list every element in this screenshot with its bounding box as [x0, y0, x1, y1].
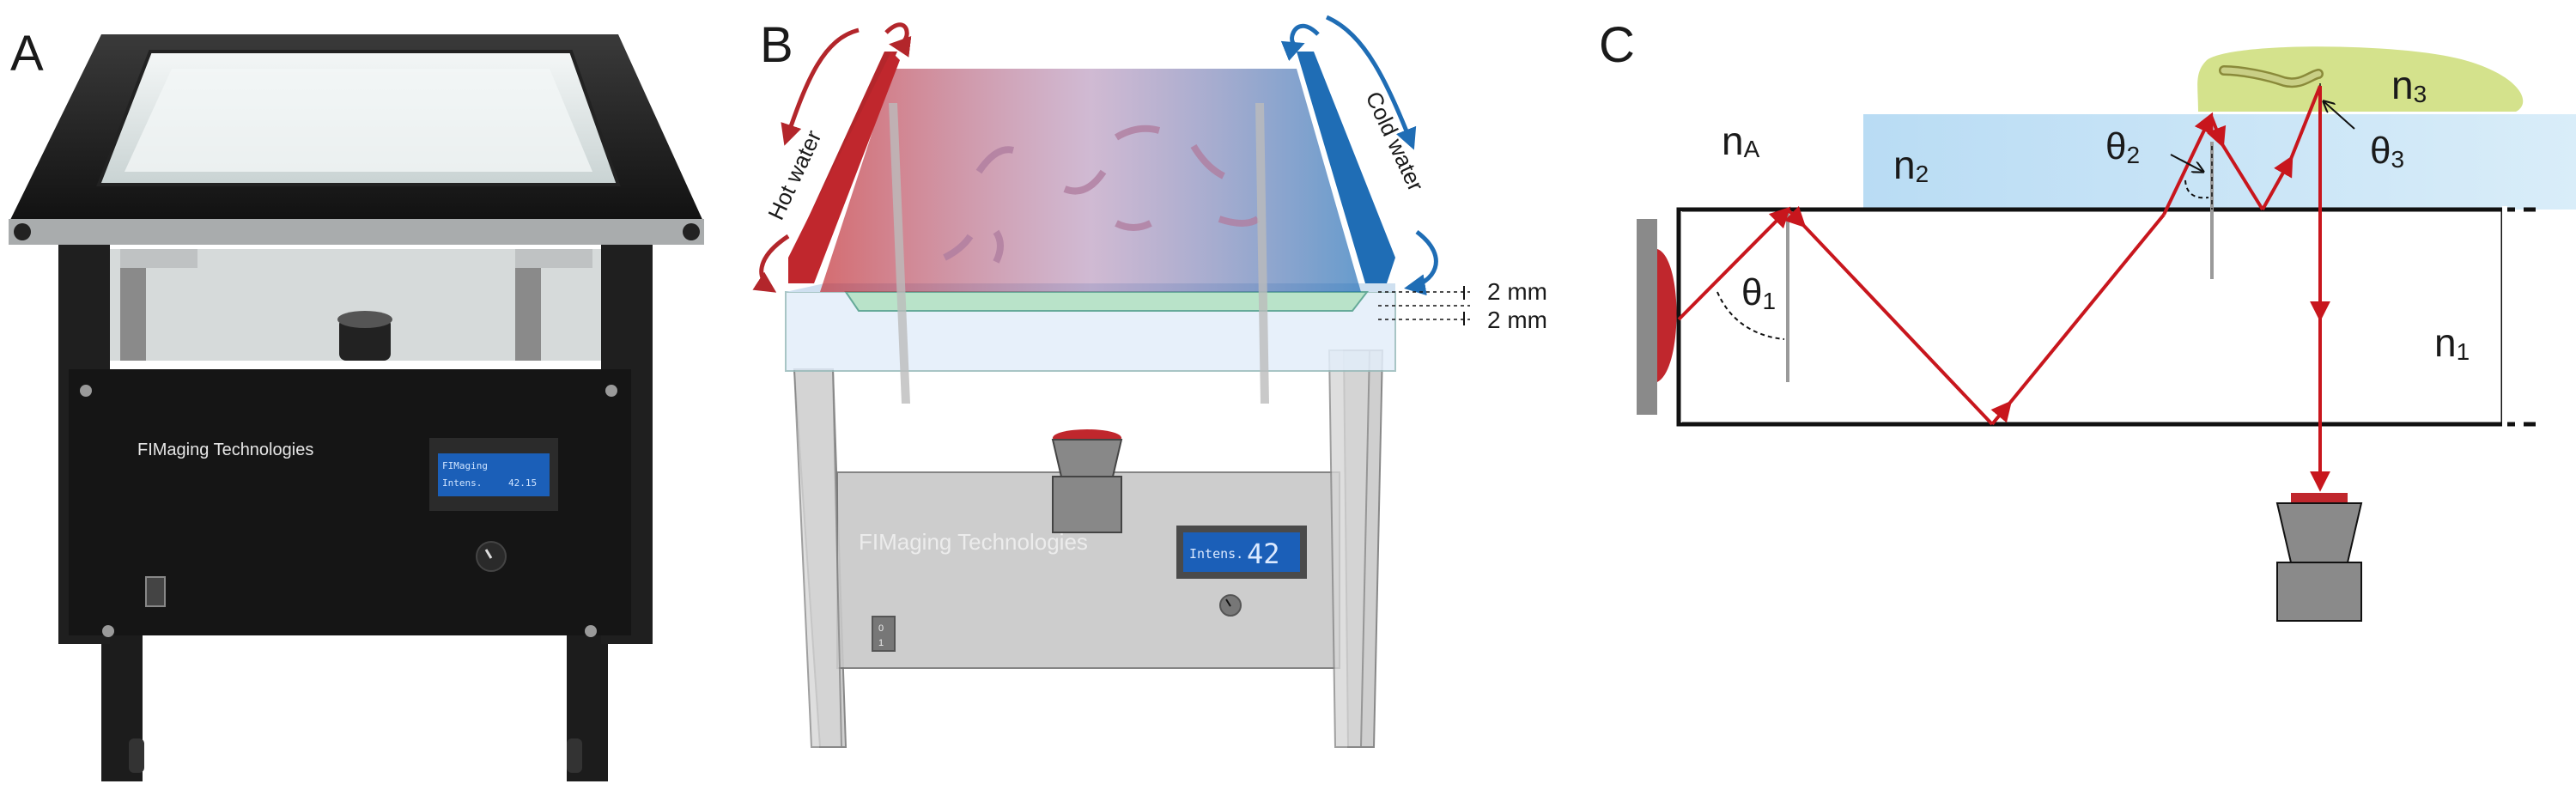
panel-c-letter: C: [1599, 17, 1635, 73]
lcd-label-b: Intens.: [1189, 546, 1243, 562]
power-switch[interactable]: [145, 576, 166, 607]
rail-clamp-left: [120, 249, 197, 268]
label-n-3-sub: 3: [2414, 81, 2427, 107]
ray-segment: [1677, 206, 1791, 321]
ray-segment: [2221, 143, 2264, 211]
right-wheel: [567, 738, 582, 773]
label-n-a-sub: A: [1744, 136, 1760, 162]
lcd-line-2: Intens.: [442, 477, 482, 489]
theta3-pointer: [2324, 101, 2355, 130]
switch-b-bottom: 1: [878, 638, 884, 648]
lcd-screen-b: [1183, 532, 1300, 572]
knob-b-indicator: [1225, 599, 1231, 607]
ray-path: [1677, 85, 2330, 492]
lcd-value-b: 42: [1247, 538, 1280, 570]
ray-segment: [1990, 400, 2013, 426]
hot-arrow-top: [884, 22, 912, 58]
larvae-group: [943, 125, 1261, 264]
switch-b-top: 0: [878, 623, 884, 634]
glass-post-right: [1255, 103, 1269, 404]
theta2-pointer: [2170, 154, 2203, 172]
label-n-1: n1: [2434, 320, 2470, 365]
glass-post-left: [889, 103, 910, 404]
camera-c-body: [2276, 562, 2362, 622]
hot-arrow-left: [781, 27, 860, 146]
ray-segment: [2008, 213, 2166, 405]
panel-screw: [102, 625, 114, 637]
larva: [993, 229, 1004, 264]
cold-arrow-right: [1325, 15, 1417, 150]
panel-a-letter: A: [10, 26, 44, 82]
label-n-a: nA: [1722, 118, 1760, 163]
label-theta-1-sub: 1: [1762, 288, 1776, 314]
cold-water-bar: [1297, 52, 1395, 283]
larva: [975, 146, 1014, 174]
ray-segment: [2261, 155, 2293, 210]
hot-water-bar: [788, 52, 900, 283]
theta2-arc: [2184, 179, 2209, 199]
ray-segment: [1801, 223, 1994, 426]
aluminium-rail: [9, 219, 704, 245]
label-n-2-sub: 2: [1916, 161, 1929, 187]
panel-screw: [605, 385, 617, 397]
camera-b-body: [1052, 476, 1122, 533]
led-source-icon: [1657, 249, 1677, 382]
front-leg-left: [793, 368, 843, 748]
larva: [1114, 125, 1161, 141]
larva: [1063, 169, 1107, 195]
lcd-screen: [438, 453, 550, 496]
ray-segment: [2206, 115, 2227, 149]
panel-screw: [80, 385, 92, 397]
camera-c-body-top: [2275, 502, 2363, 563]
dim-top-label: 2 mm: [1487, 278, 1547, 305]
panel-a: A FIMaging Technologies FIMaging: [9, 26, 704, 781]
panel-b: B FIMaging Technologies Intens. 42 0 1: [752, 15, 1547, 748]
lcd-line-1: FIMaging: [442, 460, 488, 471]
cold-arrow-top: [1280, 24, 1320, 62]
waveguide-n1: [1676, 207, 2506, 427]
inner-strut-left: [120, 258, 146, 361]
switch-b: [872, 616, 896, 652]
lcd-value: 42.15: [508, 477, 537, 489]
label-theta-3-sub: 3: [2391, 146, 2404, 173]
larva: [1218, 216, 1261, 227]
panel-b-letter: B: [760, 17, 793, 73]
waveguide-right-open: [2502, 206, 2507, 428]
cold-arrow-bottom: [1404, 230, 1438, 296]
panel-a-brand: FIMaging Technologies: [137, 441, 313, 459]
medium-n3: [2197, 46, 2524, 112]
medium-n2: [1863, 114, 2576, 210]
temperature-gradient-tank: [820, 69, 1361, 292]
panel-b-brand: FIMaging Technologies: [859, 529, 1088, 555]
camera-b-body-top: [1051, 439, 1123, 477]
dim-bottom-label: 2 mm: [1487, 307, 1547, 333]
ray-segment: [2162, 112, 2214, 216]
larva: [943, 234, 974, 261]
inner-strut-right: [515, 258, 541, 361]
rail-knob-right: [683, 223, 700, 240]
ray-segment: [1783, 205, 1807, 228]
left-wheel: [129, 738, 144, 773]
camera-lens-top: [337, 311, 392, 328]
agar-layer: [844, 291, 1370, 312]
camera-lens: [339, 318, 391, 361]
larva-c-inner: [2221, 67, 2322, 86]
larva: [1115, 220, 1152, 231]
label-theta-2-sub: 2: [2126, 142, 2140, 168]
camera-c-lens: [2291, 493, 2348, 503]
rail-clamp-right: [515, 249, 592, 268]
label-n-1-sub: 1: [2457, 338, 2470, 365]
larva: [1190, 143, 1225, 179]
label-theta-1: θ1: [1741, 271, 1776, 314]
led-bar: [1637, 219, 1657, 415]
panel-screw: [585, 625, 597, 637]
panel-c: C: [1599, 17, 2576, 622]
hot-arrow-bottom: [752, 234, 790, 293]
ray-segment: [2289, 85, 2322, 160]
rail-knob-left: [14, 223, 31, 240]
glass-surface: [125, 69, 592, 172]
theta1-arc: [1716, 291, 1785, 340]
knob-indicator: [484, 549, 493, 559]
